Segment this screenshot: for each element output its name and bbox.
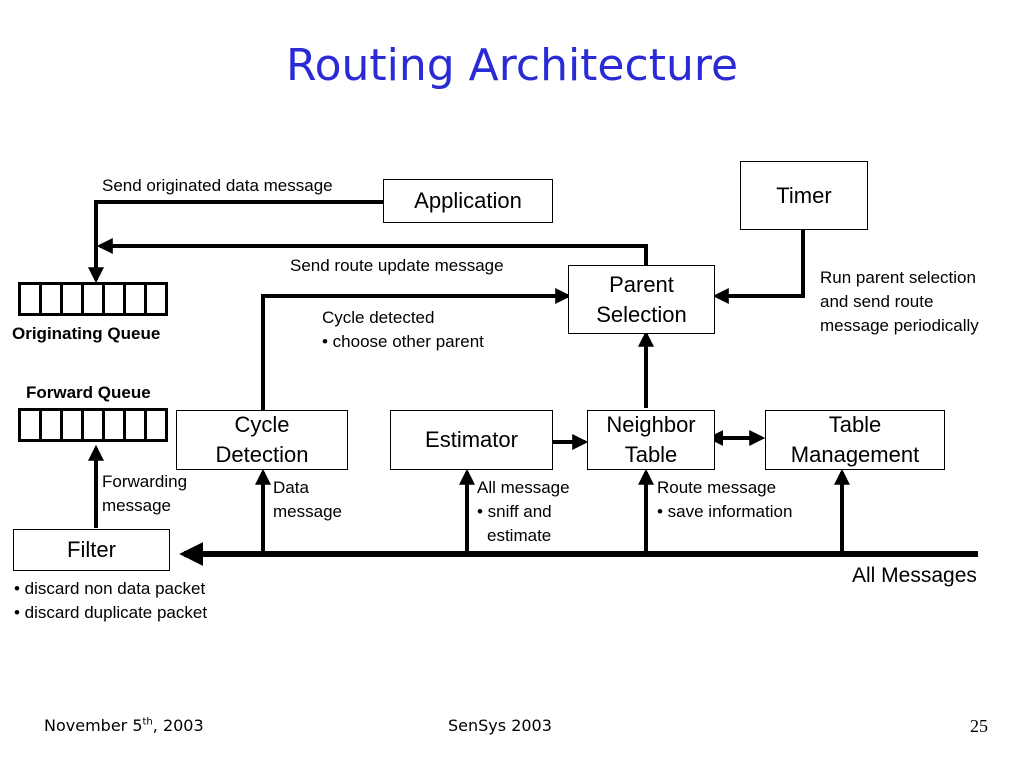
route-message-label: Route message • save information xyxy=(657,476,792,524)
footer-date-suffix: , 2003 xyxy=(152,716,204,735)
queue-cell xyxy=(63,411,84,439)
forward-queue-label: Forward Queue xyxy=(26,383,151,402)
page-number: 25 xyxy=(970,716,988,736)
forwarding-message-label: Forwarding message xyxy=(102,470,187,518)
all-messages-label: All Messages xyxy=(852,564,977,587)
timer-box: Timer xyxy=(740,161,868,230)
data-message-line1: Data xyxy=(273,478,309,497)
cycle-detected-line1: Cycle detected xyxy=(322,308,435,327)
queue-cell xyxy=(126,411,147,439)
table-management-line1: Table xyxy=(828,412,882,437)
timer-to-parent-arrow xyxy=(712,230,805,304)
estimator-box: Estimator xyxy=(390,410,553,470)
run-parent-line1: Run parent selection xyxy=(820,268,976,287)
queue-cell xyxy=(84,285,105,313)
run-parent-line3: message periodically xyxy=(820,316,979,335)
footer-date-sup: th xyxy=(142,716,153,728)
application-box: Application xyxy=(383,179,553,223)
all-message-label: All message • sniff and estimate xyxy=(477,476,570,548)
parent-selection-line1: Parent xyxy=(609,271,674,297)
send-originated-label: Send originated data message xyxy=(102,176,333,195)
cycle-to-parent-arrow xyxy=(261,288,572,410)
filter-note-2: • discard duplicate packet xyxy=(14,603,208,622)
cycle-detection-line1: Cycle xyxy=(234,412,290,437)
app-to-originating-queue-arrow xyxy=(88,200,383,284)
filter-box: Filter xyxy=(13,529,170,571)
neighbor-table-line2: Table xyxy=(624,442,678,467)
route-update-arrow xyxy=(96,238,648,265)
queue-cell xyxy=(105,285,126,313)
footer-date-prefix: November 5 xyxy=(44,716,143,735)
queue-cell xyxy=(63,285,84,313)
queue-cell xyxy=(126,285,147,313)
queue-cell xyxy=(21,411,42,439)
run-parent-line2: and send route xyxy=(820,292,934,311)
footer-date: November 5th, 2003 xyxy=(44,716,204,735)
cycle-detection-line2: Detection xyxy=(215,442,309,467)
all-message-line1: All message xyxy=(477,478,570,497)
data-message-line2: message xyxy=(273,502,342,521)
slide-title: Routing Architecture xyxy=(285,40,739,91)
queue-cell xyxy=(147,285,165,313)
queue-cell xyxy=(42,285,63,313)
cycle-detected-line2: • choose other parent xyxy=(322,332,484,351)
originating-queue-label: Originating Queue xyxy=(12,324,161,343)
originating-queue xyxy=(18,282,168,316)
footer-conference: SenSys 2003 xyxy=(448,716,552,735)
run-parent-selection-label: Run parent selection and send route mess… xyxy=(820,266,979,338)
queue-cell xyxy=(21,285,42,313)
parent-selection-box: Parent Selection xyxy=(568,265,715,334)
data-message-label: Data message xyxy=(273,476,342,524)
route-message-line2: • save information xyxy=(657,502,793,521)
queue-cell xyxy=(42,411,63,439)
forwarding-line1: Forwarding xyxy=(102,472,188,491)
parent-selection-line2: Selection xyxy=(596,301,687,327)
route-message-line1: Route message xyxy=(657,478,777,497)
queue-cell xyxy=(105,411,126,439)
send-route-update-label: Send route update message xyxy=(290,256,504,275)
neighbor-table-box: Neighbor Table xyxy=(587,410,715,470)
queue-cell xyxy=(147,411,165,439)
all-message-line2: • sniff and xyxy=(477,502,552,521)
cycle-detected-label: Cycle detected • choose other parent xyxy=(322,306,484,354)
table-management-line2: Management xyxy=(790,442,920,467)
cycle-detection-box: Cycle Detection xyxy=(176,410,348,470)
queue-cell xyxy=(84,411,105,439)
filter-note-1: • discard non data packet xyxy=(14,579,206,598)
forward-queue xyxy=(18,408,168,442)
table-management-box: Table Management xyxy=(765,410,945,470)
forwarding-line2: message xyxy=(102,496,171,515)
neighbor-table-line1: Neighbor xyxy=(606,412,696,437)
all-message-line3: estimate xyxy=(487,526,552,545)
filter-notes: • discard non data packet • discard dupl… xyxy=(14,577,207,625)
